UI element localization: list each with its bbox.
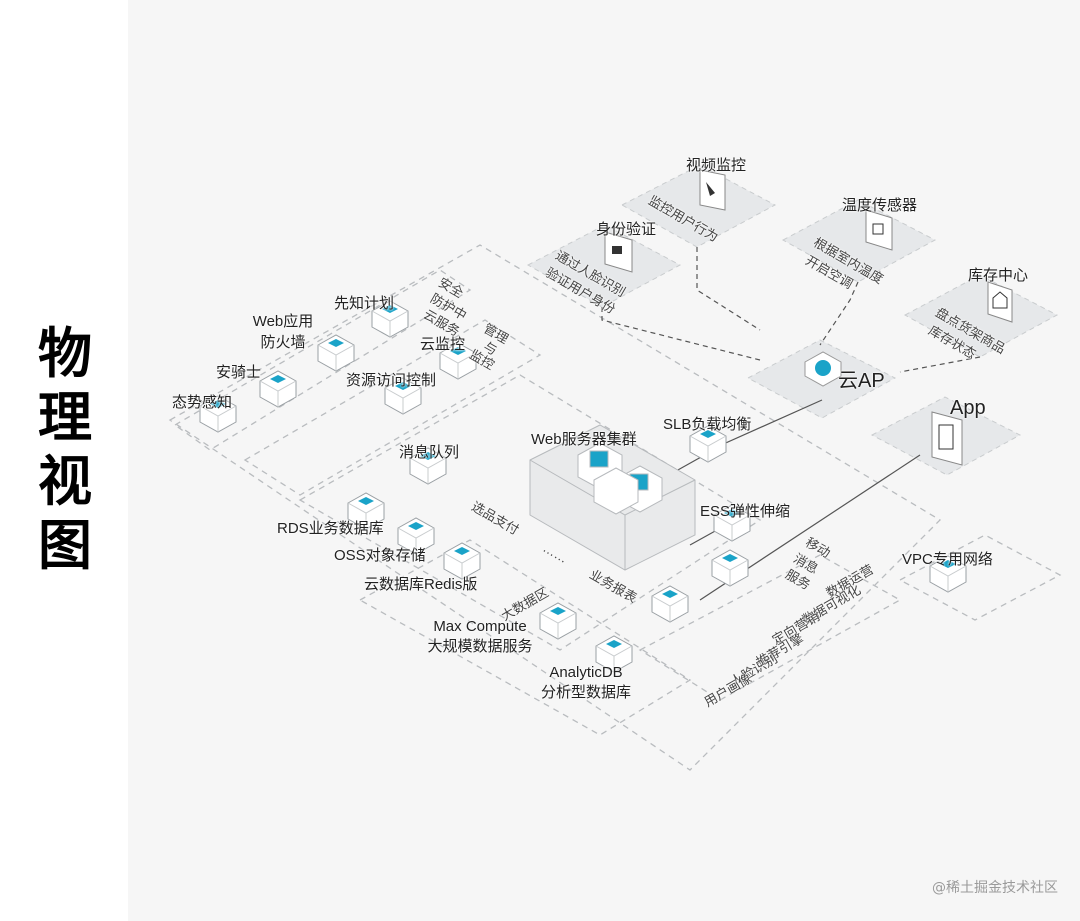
app-zone: [298, 374, 762, 651]
iot-zones: [526, 164, 1059, 476]
label-situation: 态势感知: [172, 394, 233, 411]
title-char: 物: [38, 322, 92, 385]
app-device: [931, 411, 963, 466]
label-analyticdb: AnalyticDB 分析型数据库: [537, 664, 635, 702]
label-xianzhi: 先知计划: [334, 295, 395, 312]
device-icons: [604, 169, 1013, 466]
label-app: App: [950, 397, 986, 419]
title-char: 图: [38, 514, 92, 577]
label-rds: RDS业务数据库: [277, 520, 384, 537]
maxcompute-title: Max Compute: [433, 618, 527, 635]
title-char: 理: [38, 386, 92, 449]
id-device: [604, 231, 633, 273]
cloudap-icon: [804, 351, 842, 387]
video-zone: [620, 164, 777, 248]
video-device: [699, 169, 726, 211]
iot-links: [601, 247, 981, 373]
watermark: @稀土掘金技术社区: [932, 880, 1058, 896]
label-cloud-ap: 云AP: [838, 370, 885, 392]
stock-device: [987, 281, 1013, 323]
label-cloud-monitor: 云监控: [420, 336, 466, 353]
label-waf: Web应用 防火墙: [248, 310, 318, 352]
label-ess: ESS弹性伸缩: [700, 503, 791, 520]
label-msg-queue: 消息队列: [399, 444, 460, 461]
label-redis: 云数据库Redis版: [364, 576, 478, 593]
waf-line2: 防火墙: [260, 334, 306, 351]
temp-device: [865, 209, 893, 251]
label-access-control: 资源访问控制: [346, 372, 437, 389]
label-anqishi: 安骑士: [216, 364, 262, 381]
label-vpc: VPC专用网络: [902, 551, 993, 568]
mgmt-zone: [243, 319, 542, 496]
vpc-zone: [898, 534, 1062, 621]
label-web-cluster: Web服务器集群: [531, 431, 637, 448]
title-char: 视: [38, 450, 92, 513]
temp-zone: [781, 199, 937, 283]
label-maxcompute: Max Compute 大规模数据服务: [424, 618, 536, 656]
zones: [168, 244, 1062, 771]
label-video-monitor: 视频监控: [686, 157, 747, 174]
waf-line1: Web应用: [252, 313, 314, 330]
label-slb: SLB负载均衡: [663, 416, 752, 433]
web-server-cluster: [529, 424, 696, 571]
label-oss: OSS对象存储: [334, 547, 426, 564]
page-title: 物 理 视 图: [28, 322, 102, 578]
analytics-zone: [638, 554, 902, 701]
outer-zone: [168, 244, 942, 771]
label-temp-sensor: 温度传感器: [842, 197, 918, 214]
analyticdb-title: AnalyticDB: [549, 664, 623, 681]
bigdata-zone: [358, 539, 692, 736]
label-id-verify: 身份验证: [596, 221, 657, 238]
stock-zone: [903, 274, 1059, 358]
analyticdb-sub: 分析型数据库: [540, 684, 631, 701]
security-zone: [173, 269, 472, 451]
maxcompute-sub: 大规模数据服务: [427, 638, 533, 655]
id-zone: [526, 224, 682, 308]
label-inventory-center: 库存中心: [968, 267, 1029, 284]
